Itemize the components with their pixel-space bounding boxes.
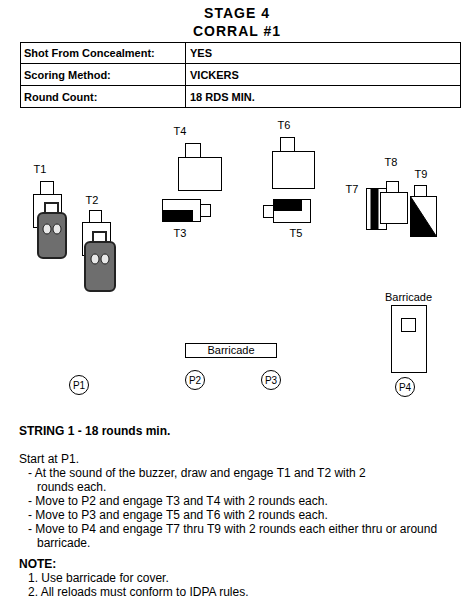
barricade-box: Barricade: [185, 343, 277, 358]
node-text: T9: [415, 168, 428, 180]
table-cell: VICKERS: [190, 68, 239, 82]
target-label: T5: [290, 227, 303, 240]
target-t4: [179, 144, 222, 191]
node-text: T8: [385, 156, 398, 168]
note-line: 1. Use barricade for cover.: [28, 571, 169, 585]
node-text: T6: [278, 119, 291, 131]
procedure-line: - Move to P3 and engage T5 and T6 with 2…: [28, 508, 328, 522]
position-name: P3: [265, 374, 277, 387]
table-cell: 18 RDS MIN.: [190, 90, 255, 104]
target-t9: [411, 186, 437, 237]
position-circle: P3: [261, 370, 281, 390]
table-cell: Scoring Method:: [24, 68, 111, 82]
position-circle: P4: [395, 377, 415, 397]
target-t6: [273, 138, 315, 189]
procedure-line: Start at P1.: [19, 452, 79, 466]
node-text: T3: [174, 227, 187, 239]
node-text: T1: [34, 163, 47, 175]
position-circle: P1: [69, 375, 89, 395]
node-text: T4: [174, 125, 187, 137]
target-t3: [163, 200, 211, 222]
no-shoot-target: [85, 232, 115, 291]
position-circle: P2: [185, 370, 205, 390]
procedure-line: - At the sound of the buzzer, draw and e…: [28, 466, 372, 494]
procedure-line: - Move to P4 and engage T7 thru T9 with …: [28, 522, 442, 550]
node-text: T2: [86, 194, 99, 206]
node-text: T5: [290, 227, 303, 239]
note-heading: NOTE:: [19, 557, 56, 571]
target-label: T2: [86, 194, 99, 207]
note-line: 2. All reloads must conform to IDPA rule…: [28, 585, 249, 599]
node-text: T7: [346, 183, 359, 195]
position-name: P2: [189, 374, 201, 387]
target-label: T9: [415, 168, 428, 181]
target-label: T4: [174, 125, 187, 138]
node-text: Barricade: [207, 344, 254, 357]
info-table: [20, 42, 461, 108]
procedure-line: - Move to P2 and engage T3 and T4 with 2…: [28, 494, 328, 508]
target-t8: [381, 182, 408, 224]
string-heading: STRING 1 - 18 rounds min.: [19, 424, 170, 438]
barricade-wall: [392, 306, 427, 373]
target-t5: [264, 200, 311, 223]
stage-title: STAGE 4 CORRAL #1: [182, 4, 292, 40]
table-cell: Shot From Concealment:: [24, 46, 155, 60]
table-cell: YES: [190, 46, 212, 60]
position-name: P1: [73, 379, 85, 392]
node-text: Barricade: [385, 291, 432, 303]
barricade-label: Barricade: [385, 291, 432, 304]
target-label: T8: [385, 156, 398, 169]
target-label: T3: [174, 227, 187, 240]
table-cell: Round Count:: [24, 90, 97, 104]
target-label: T1: [34, 163, 47, 176]
no-shoot-target: [38, 203, 66, 258]
position-name: P4: [399, 381, 411, 394]
target-label: T7: [346, 183, 359, 196]
target-label: T6: [278, 119, 291, 132]
